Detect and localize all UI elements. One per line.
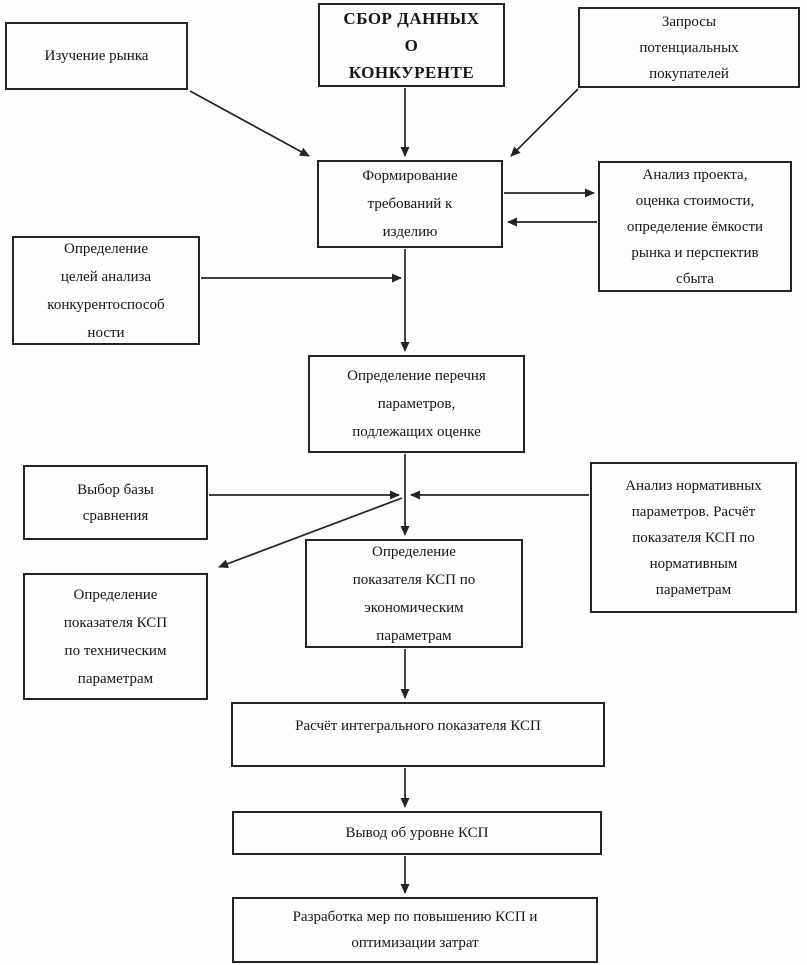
box-forming-requirements-label: Формирование требований к изделию [362, 168, 458, 240]
box-technical-ksp: Определение показателя КСП по технически… [23, 573, 208, 700]
box-project-analysis: Анализ проекта, оценка стоимости, опреде… [598, 161, 792, 292]
box-project-analysis-label: Анализ проекта, оценка стоимости, опреде… [626, 166, 764, 287]
arrow-study-to-forming [189, 90, 310, 157]
box-potential-buyers-inquiries: Запросы потенциальных покупателей [578, 7, 800, 88]
box-economic-ksp-label: Определение показателя КСП по экономичес… [352, 543, 476, 644]
box-improvement-measures-label: Разработка мер по повышению КСП и оптими… [292, 909, 538, 951]
box-normative-parameters: Анализ нормативных параметров. Расчёт по… [590, 462, 797, 613]
box-integral-ksp-label: Расчёт интегрального показателя КСП [295, 718, 541, 734]
box-analysis-goals: Определение целей анализа конкурентоспос… [12, 236, 200, 345]
box-improvement-measures: Разработка мер по повышению КСП и оптими… [232, 897, 598, 963]
box-ksp-conclusion: Вывод об уровне КСП [232, 811, 602, 855]
box-forming-requirements: Формирование требований к изделию [317, 160, 503, 248]
box-comparison-base-label: Выбор базы сравнения [77, 481, 154, 524]
arrow-inquiries-to-forming [510, 88, 579, 157]
box-study-market: Изучение рынка [5, 22, 188, 90]
box-parameters-list-label: Определение перечня параметров, подлежащ… [347, 368, 486, 440]
box-comparison-base: Выбор базы сравнения [23, 465, 208, 540]
box-ksp-conclusion-label: Вывод об уровне КСП [345, 825, 489, 841]
box-analysis-goals-label: Определение целей анализа конкурентоспос… [47, 240, 165, 341]
box-integral-ksp: Расчёт интегрального показателя КСП [231, 702, 605, 767]
box-technical-ksp-label: Определение показателя КСП по технически… [63, 586, 168, 687]
box-economic-ksp: Определение показателя КСП по экономичес… [305, 539, 523, 648]
box-parameters-list: Определение перечня параметров, подлежащ… [308, 355, 525, 453]
box-study-market-label: Изучение рынка [44, 48, 149, 64]
box-potential-buyers-label: Запросы потенциальных покупателей [639, 13, 739, 82]
box-data-collection-title: СБОР ДАННЫХ О КОНКУРЕНТЕ [318, 3, 505, 87]
box-data-collection-label: СБОР ДАННЫХ О КОНКУРЕНТЕ [343, 8, 480, 82]
box-normative-parameters-label: Анализ нормативных параметров. Расчёт по… [625, 477, 762, 598]
